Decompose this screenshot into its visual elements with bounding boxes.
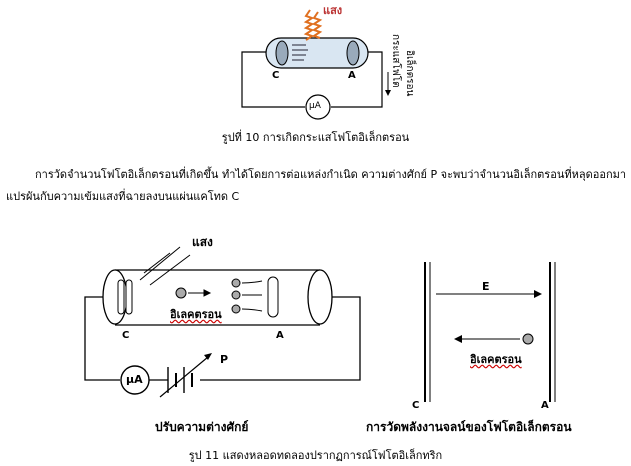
- figure-11-left: แสง อิเลคตรอน C A P μA: [80, 225, 380, 425]
- right-caption: การวัดพลังงานจลน์ของโฟโตอิเล็กตรอน: [366, 420, 572, 434]
- meter-label-11: μA: [126, 373, 143, 386]
- microammeter: [305, 94, 331, 120]
- plate-c-label: C: [412, 400, 420, 411]
- meter-label: μA: [309, 101, 321, 111]
- figure-11-caption: รูป 11 แสดงหลอดทดลองปรากฏการณ์โฟโตอิเล็ก…: [188, 449, 443, 462]
- figure-10: แสง C A μA กระแสโฟโต อิเล็กตรอน: [230, 0, 430, 122]
- photocurrent-diagram: [241, 9, 391, 120]
- figure-10-caption: รูปที่ 10 การเกิดกระแสโฟโตอิเล็กตรอน: [221, 131, 410, 144]
- electron-label-11: อิเลคตรอน: [170, 308, 222, 321]
- paragraph-line-1: การวัดจำนวนโฟโตอิเล็กตรอนที่เกิดขึ้น ทำไ…: [35, 168, 627, 181]
- cathode-label-11: C: [122, 330, 130, 341]
- phototube-circuit: [84, 246, 361, 398]
- light-label-11: แสง: [192, 235, 213, 249]
- electron-label: อิเล็กตรอน: [404, 50, 415, 97]
- figure-11-right: E อิเลคตรอน C: [410, 262, 570, 412]
- paragraph-line-2: แปรผันกับความเข้มแสงที่ฉายลงบนแผ่นแคโทด …: [6, 190, 240, 203]
- left-caption: ปรับความต่างศักย์: [155, 420, 249, 434]
- cathode-label: C: [272, 70, 280, 81]
- field-electron-label: อิเลคตรอน: [470, 353, 522, 366]
- anode-label-11: A: [276, 330, 284, 341]
- potential-label: P: [220, 353, 229, 366]
- field-diagram: [424, 262, 556, 402]
- plate-a-label: A: [541, 400, 549, 411]
- current-label: กระแสโฟโต: [390, 34, 401, 88]
- field-label: E: [482, 280, 490, 293]
- light-label: แสง: [323, 4, 343, 17]
- anode-label: A: [348, 70, 356, 81]
